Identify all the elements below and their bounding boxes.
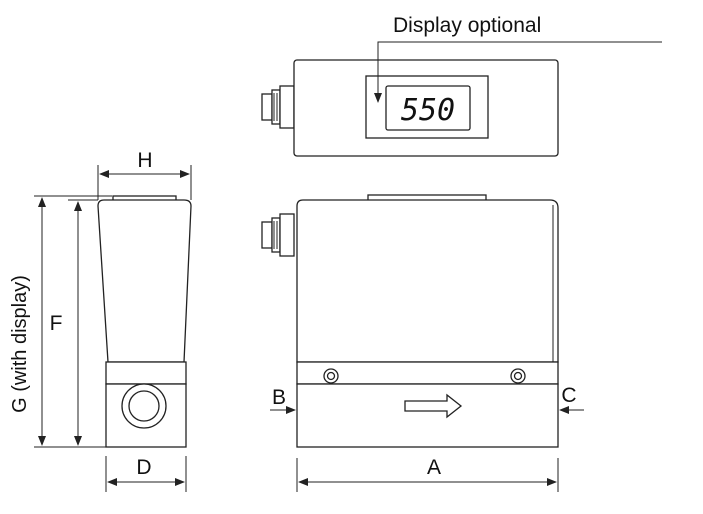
front-housing: [296, 199, 559, 363]
dim-f-label: F: [50, 312, 63, 335]
front-view: B C A: [261, 194, 584, 492]
dim-c-label: C: [561, 384, 576, 407]
top-connector: [261, 85, 295, 129]
flow-direction-arrow: [404, 393, 463, 419]
display-readout: 550: [401, 93, 455, 128]
front-connector: [261, 213, 295, 257]
display-callout-leader: [374, 41, 662, 103]
dim-d-label: D: [136, 456, 151, 479]
top-view: 550 Display optional: [261, 14, 662, 157]
dim-h-label: H: [137, 149, 152, 172]
front-screw-left: [323, 368, 339, 384]
dim-a-label: A: [427, 456, 441, 479]
front-flow-block: [296, 383, 559, 448]
front-screw-right: [510, 368, 526, 384]
side-housing: [97, 199, 192, 363]
display-optional-label: Display optional: [393, 14, 541, 37]
display-screen: [385, 85, 471, 131]
dim-b-label: B: [272, 386, 286, 409]
dim-g-label: G (with display): [9, 275, 31, 413]
side-view: H D F G (with display): [9, 149, 192, 492]
side-base-plate: [105, 361, 187, 385]
side-port: [121, 383, 167, 429]
